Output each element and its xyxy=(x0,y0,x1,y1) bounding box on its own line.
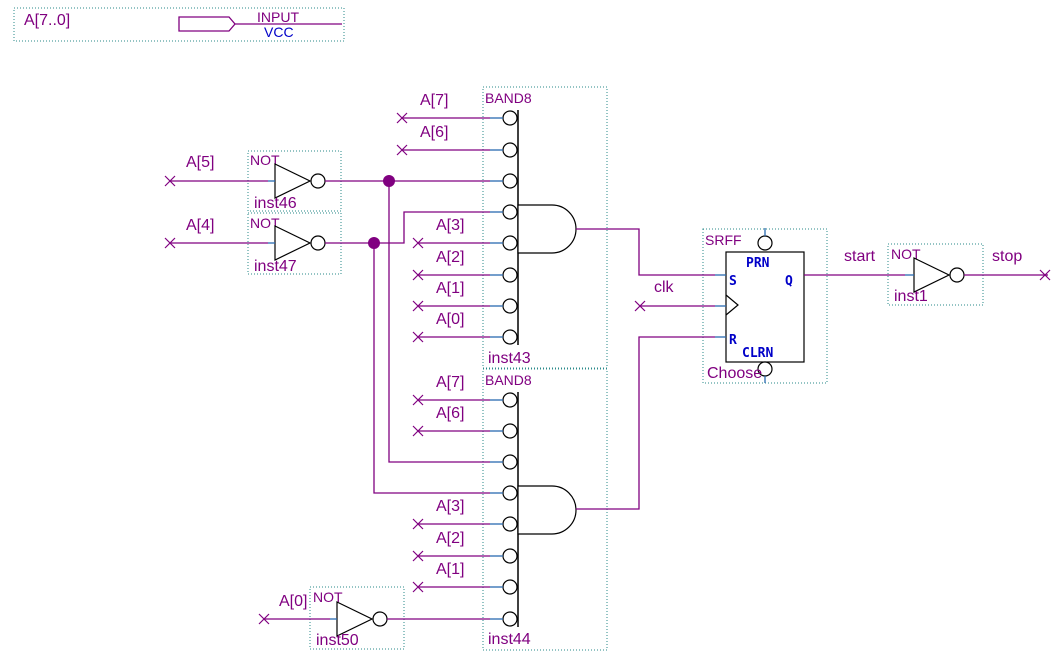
band-top-input-label: A[2] xyxy=(436,249,464,266)
gate-type-label: BAND8 xyxy=(485,372,532,388)
junction-node xyxy=(368,237,380,249)
input-pin-symbol xyxy=(178,16,236,32)
not-triangle-icon xyxy=(336,601,374,637)
gate-instance-label: inst47 xyxy=(254,258,297,275)
pin-q-label: Q xyxy=(785,274,793,289)
gate-instance-label: Choose xyxy=(707,365,762,382)
band-top-input-label: A[6] xyxy=(420,124,448,141)
band-bottom-input-label: A[1] xyxy=(436,561,464,578)
signal-label-a4: A[4] xyxy=(186,217,214,234)
band-top-input-label: A[3] xyxy=(436,217,464,234)
not-triangle-icon xyxy=(274,163,312,199)
band-bottom-input-label: A[6] xyxy=(436,405,464,422)
input-bubbles xyxy=(502,110,518,345)
not-triangle-icon xyxy=(274,225,312,261)
gate-frame xyxy=(482,86,608,369)
band-top-input-label: A[1] xyxy=(436,280,464,297)
gate-type-label: NOT xyxy=(313,589,343,605)
gate-instance-label: inst44 xyxy=(488,631,531,648)
input-bubbles xyxy=(502,392,518,627)
gate-instance-label: inst1 xyxy=(894,288,928,305)
input-pin-a-bus[interactable]: A[7..0] INPUT VCC xyxy=(13,7,345,42)
input-pin-default: VCC xyxy=(264,24,294,40)
gate-instance-label: inst50 xyxy=(316,632,359,649)
wires xyxy=(170,117,1048,620)
gate-type-label: NOT xyxy=(250,152,280,168)
signal-label-a0-in: A[0] xyxy=(279,593,307,610)
input-pin-frame xyxy=(13,7,345,42)
input-pin-name: A[7..0] xyxy=(24,12,70,29)
pin-prn-label: PRN xyxy=(746,256,770,271)
band8-gate-inst43[interactable]: BAND8 inst43 xyxy=(482,86,608,369)
signal-label-stop: stop xyxy=(992,248,1022,265)
inversion-bubble-icon xyxy=(949,267,965,283)
not-gate-inst1[interactable]: NOT inst1 xyxy=(887,243,984,306)
signal-label-start: start xyxy=(844,248,876,265)
inversion-bubble-icon xyxy=(310,173,326,189)
pin-s-label: S xyxy=(729,274,737,289)
clock-triangle-icon xyxy=(725,294,739,316)
wire-end-markers xyxy=(164,112,1051,625)
srff-choose[interactable]: SRFF PRN S Q R CLRN Choose xyxy=(702,228,828,384)
band-top-input-label: A[0] xyxy=(436,311,464,328)
inversion-bubble-icon xyxy=(372,611,388,627)
signal-label-clk: clk xyxy=(654,279,675,296)
pin-clrn-label: CLRN xyxy=(742,346,773,361)
not-gate-inst47[interactable]: NOT inst47 xyxy=(247,212,342,275)
signal-label-a5: A[5] xyxy=(186,154,214,171)
gate-type-label: SRFF xyxy=(705,232,742,248)
pin-r-label: R xyxy=(729,333,737,348)
inversion-bubble-icon xyxy=(310,235,326,251)
gate-type-label: NOT xyxy=(250,215,280,231)
band-bottom-input-label: A[3] xyxy=(436,498,464,515)
band-bottom-input-label: A[7] xyxy=(436,374,464,391)
junction-node xyxy=(383,175,395,187)
not-triangle-icon xyxy=(913,257,951,293)
ff-body xyxy=(725,251,805,363)
and-body-icon xyxy=(517,204,577,254)
band-top-input-label: A[7] xyxy=(420,92,448,109)
band-bottom-input-label: A[2] xyxy=(436,530,464,547)
gate-type-label: BAND8 xyxy=(485,90,532,106)
not-gate-inst50[interactable]: NOT inst50 xyxy=(309,586,405,650)
prn-bubble-icon xyxy=(757,235,773,251)
gate-instance-label: inst43 xyxy=(488,350,531,367)
gate-instance-label: inst46 xyxy=(254,195,297,212)
and-body-icon xyxy=(517,485,577,535)
input-pin-type: INPUT xyxy=(257,9,299,25)
